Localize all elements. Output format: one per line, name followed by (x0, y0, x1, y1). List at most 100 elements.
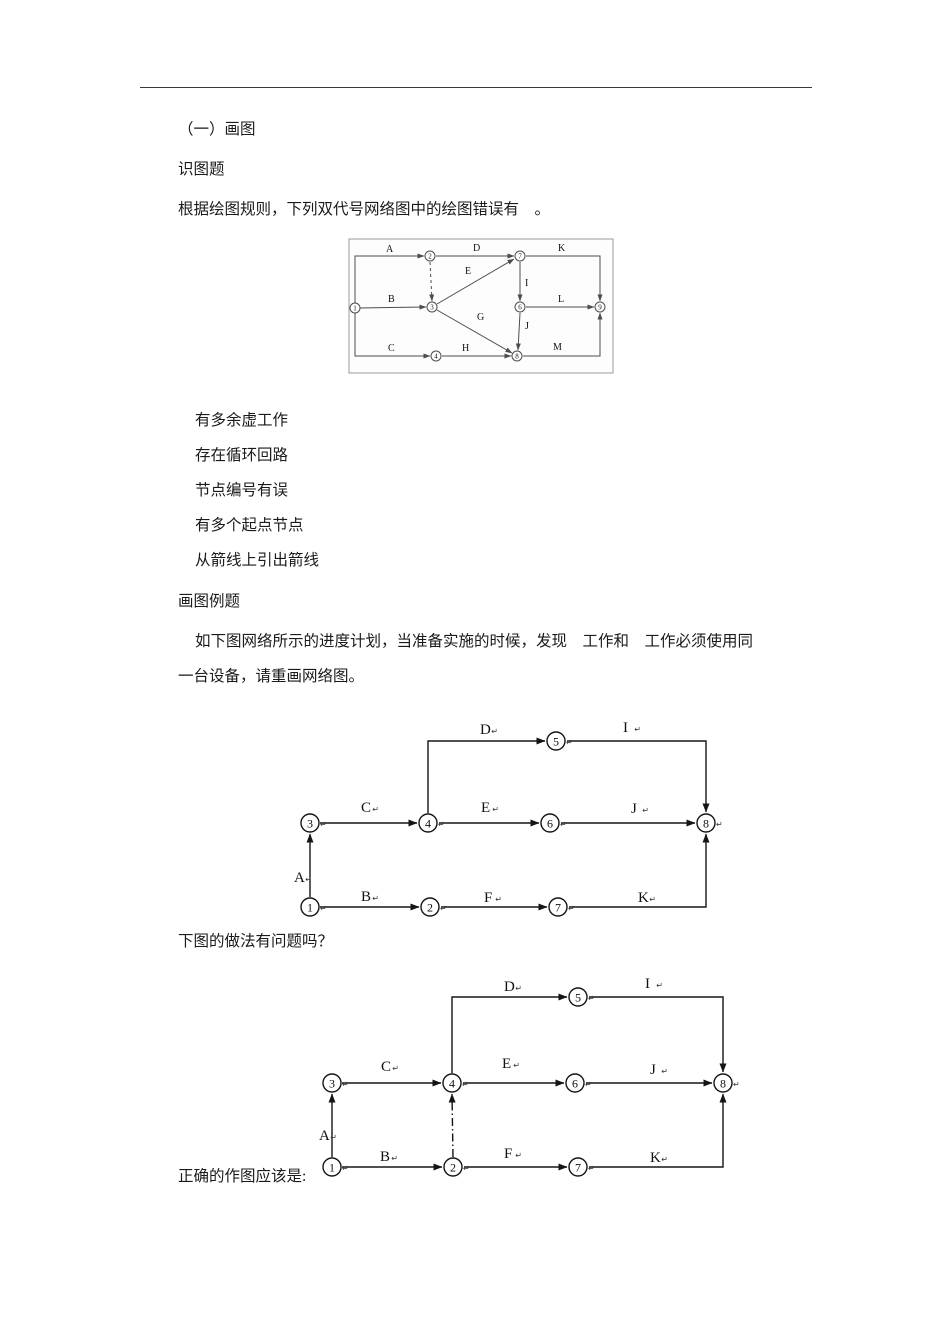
svg-text:1: 1 (307, 900, 313, 914)
svg-text:↵: ↵ (566, 738, 573, 747)
svg-text:D: D (504, 979, 515, 995)
svg-text:3: 3 (307, 816, 313, 830)
svg-text:B: B (388, 294, 395, 305)
option-item-4: 有多个起点节点 (195, 517, 304, 534)
svg-text:7: 7 (518, 253, 522, 261)
svg-text:↵: ↵ (372, 805, 379, 814)
option-item-2: 存在循环回路 (195, 447, 289, 464)
svg-text:6: 6 (518, 304, 522, 312)
svg-text:M: M (553, 342, 562, 353)
svg-text:4: 4 (425, 816, 431, 830)
svg-text:3: 3 (329, 1076, 335, 1090)
svg-text:D: D (480, 722, 491, 738)
svg-text:↵: ↵ (320, 820, 327, 829)
svg-text:L: L (558, 294, 564, 305)
svg-text:↵: ↵ (491, 727, 498, 736)
svg-text:↵: ↵ (320, 904, 327, 913)
svg-text:5: 5 (575, 990, 581, 1004)
svg-text:H: H (462, 343, 469, 354)
svg-text:6: 6 (572, 1076, 578, 1090)
svg-text:I: I (645, 976, 650, 992)
svg-text:A: A (294, 870, 305, 886)
correct-drawing-intro: 正确的作图应该是: (178, 1168, 307, 1185)
svg-text:4: 4 (449, 1076, 455, 1090)
svg-text:F: F (484, 890, 492, 906)
svg-text:K: K (558, 243, 566, 254)
svg-text:↵: ↵ (305, 875, 312, 884)
svg-text:C: C (388, 343, 395, 354)
question-problem-text: 下图的做法有问题吗？ (178, 933, 334, 950)
question-rules-text: 根据绘图规则，下列双代号网络图中的绘图错误有 。 (178, 201, 551, 218)
svg-text:↵: ↵ (513, 1061, 520, 1070)
svg-text:E: E (465, 266, 471, 277)
svg-text:D: D (473, 243, 480, 254)
svg-text:↵: ↵ (330, 1133, 337, 1142)
svg-text:5: 5 (553, 734, 559, 748)
svg-text:1: 1 (329, 1160, 335, 1174)
svg-text:A: A (386, 244, 394, 255)
svg-text:8: 8 (515, 353, 519, 361)
svg-text:G: G (477, 312, 484, 323)
svg-text:K: K (638, 890, 649, 906)
svg-text:I: I (623, 720, 628, 736)
example-paragraph-line1: 如下图网络所示的进度计划，当准备实施的时候，发现 工作和 工作必须使用同 (195, 633, 754, 650)
svg-text:C: C (361, 800, 371, 816)
svg-text:C: C (381, 1059, 391, 1075)
svg-text:↵: ↵ (391, 1154, 398, 1163)
svg-text:↵: ↵ (716, 820, 723, 829)
svg-text:E: E (481, 800, 490, 816)
heading-reading-question: 识图题 (178, 161, 225, 178)
example-paragraph-line2: 一台设备，请重画网络图。 (178, 668, 365, 685)
svg-text:↵: ↵ (661, 1067, 668, 1076)
svg-text:K: K (650, 1150, 661, 1166)
svg-text:↵: ↵ (588, 1164, 595, 1173)
svg-text:↵: ↵ (585, 1080, 592, 1089)
svg-text:↵: ↵ (649, 895, 656, 904)
svg-text:I: I (525, 278, 528, 289)
svg-text:J: J (525, 321, 529, 332)
option-item-1: 有多余虚工作 (195, 412, 289, 429)
svg-text:↵: ↵ (438, 820, 445, 829)
svg-text:↵: ↵ (560, 820, 567, 829)
svg-text:↵: ↵ (342, 1080, 349, 1089)
svg-text:B: B (361, 889, 371, 905)
svg-text:2: 2 (428, 253, 432, 261)
svg-text:↵: ↵ (588, 994, 595, 1003)
svg-text:↵: ↵ (642, 806, 649, 815)
svg-text:↵: ↵ (733, 1080, 740, 1089)
heading-drawing-example: 画图例题 (178, 593, 241, 610)
svg-text:J: J (650, 1062, 656, 1078)
svg-text:↵: ↵ (342, 1164, 349, 1173)
svg-text:A: A (319, 1128, 330, 1144)
svg-text:2: 2 (427, 900, 433, 914)
network-diagram-question: D↵I↵C↵E↵J↵A↵B↵F↵K↵1↵2↵7↵3↵4↵6↵8↵5↵ (319, 976, 740, 1177)
svg-text:↵: ↵ (492, 805, 499, 814)
svg-text:8: 8 (703, 816, 709, 830)
svg-text:↵: ↵ (463, 1164, 470, 1173)
svg-text:J: J (631, 801, 637, 817)
svg-text:7: 7 (555, 900, 561, 914)
network-diagram-original: D↵I↵C↵E↵J↵A↵B↵F↵K↵1↵2↵7↵3↵4↵6↵8↵5↵ (294, 720, 723, 917)
svg-text:F: F (504, 1146, 512, 1162)
svg-text:4: 4 (434, 353, 438, 361)
svg-text:↵: ↵ (462, 1080, 469, 1089)
svg-text:↵: ↵ (440, 904, 447, 913)
svg-text:8: 8 (720, 1076, 726, 1090)
svg-text:↵: ↵ (495, 895, 502, 904)
svg-text:6: 6 (547, 816, 553, 830)
svg-text:↵: ↵ (568, 904, 575, 913)
svg-text:↵: ↵ (372, 894, 379, 903)
option-item-5: 从箭线上引出箭线 (195, 552, 320, 569)
svg-text:2: 2 (450, 1160, 456, 1174)
section-heading-drawing: （一）画图 (178, 121, 256, 138)
svg-text:↵: ↵ (515, 1151, 522, 1160)
svg-text:↵: ↵ (661, 1155, 668, 1164)
svg-text:7: 7 (575, 1160, 581, 1174)
svg-text:B: B (380, 1149, 390, 1165)
header-rule (140, 87, 812, 88)
option-item-3: 节点编号有误 (195, 482, 289, 499)
svg-text:9: 9 (598, 304, 602, 312)
svg-text:1: 1 (353, 305, 357, 313)
